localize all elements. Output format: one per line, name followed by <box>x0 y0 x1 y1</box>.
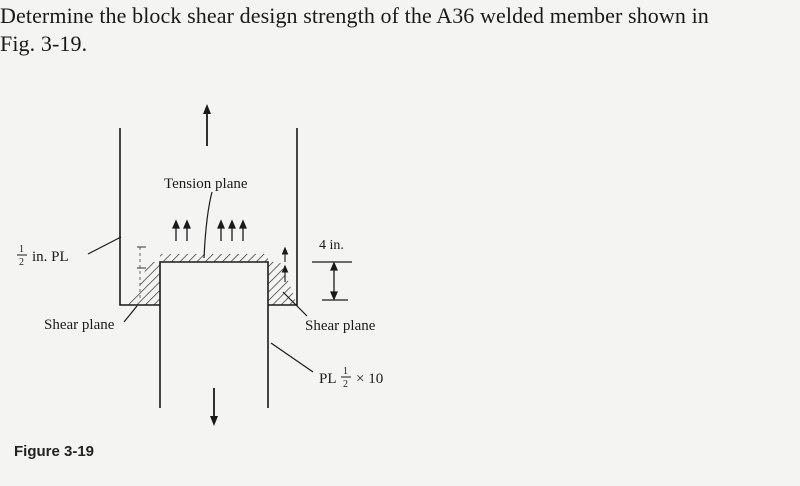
tension-plane-label: Tension plane <box>164 176 248 192</box>
member-plate-leader <box>270 342 314 373</box>
member-plate-fraction-den: 2 <box>343 379 348 390</box>
dimension-4in <box>312 261 352 301</box>
plate-left-fraction-num: 1 <box>19 244 24 255</box>
shear-plane-right-label: Shear plane <box>305 318 376 334</box>
dimension-label: 4 in. <box>319 238 344 253</box>
shear-right-leader <box>282 291 308 317</box>
load-arrow-top-head <box>203 104 211 114</box>
weld-right-hatch <box>268 262 297 305</box>
shear-arrows-right <box>281 246 289 282</box>
problem-statement: Determine the block shear design strengt… <box>0 3 709 56</box>
figure-caption: Figure 3-19 <box>14 443 95 460</box>
weld-left-hatch <box>128 262 160 305</box>
plate-left-leader <box>87 236 122 255</box>
member-plate-fraction-num: 1 <box>343 366 348 377</box>
member-plate-outline <box>159 261 269 408</box>
shear-left-leader <box>123 305 138 323</box>
weld-top-hatch <box>160 254 268 262</box>
load-arrow-bottom-head <box>210 416 218 426</box>
member-plate-prefix: PL <box>319 371 337 387</box>
tension-plane-leader <box>203 191 213 259</box>
plate-left-label: in. PL <box>32 249 69 265</box>
plate-left-fraction-den: 2 <box>19 257 24 268</box>
member-plate-suffix: × 10 <box>356 371 383 387</box>
shear-plane-left-label: Shear plane <box>44 317 115 333</box>
tension-arrows <box>172 219 247 241</box>
